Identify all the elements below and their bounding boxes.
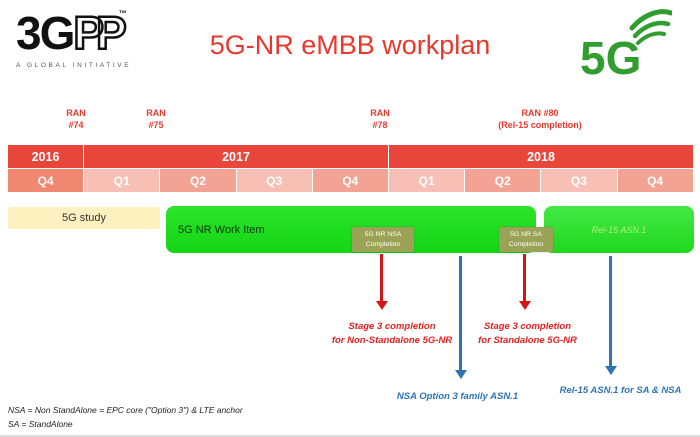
- logo-3gpp: 3GPP™ A GLOBAL INITIATIVE: [16, 7, 146, 69]
- footnotes: NSA = Non StandAlone = EPC core ("Option…: [8, 404, 243, 431]
- quarter-cell: Q3: [236, 169, 313, 192]
- study-bar: 5G study: [8, 207, 160, 229]
- 5g-logo-icon: 5G: [580, 9, 674, 84]
- quarter-cell: Q4: [312, 169, 389, 192]
- page-title: 5G-NR eMBB workplan: [209, 30, 491, 60]
- milestone-ran78: RAN #78: [370, 108, 390, 130]
- quarter-cell: Q1: [388, 169, 466, 192]
- milestone-ran80: RAN #80 (Rel-15 completion): [498, 108, 582, 130]
- red-arrow-sa-icon: [518, 254, 531, 310]
- late-phase-bar: Rel-15 ASN.1: [544, 206, 694, 253]
- quarter-cell: Q2: [160, 169, 237, 192]
- quarter-cell: Q4: [617, 169, 694, 192]
- year-row: 2016 2017 2018: [8, 145, 694, 168]
- blue-arrow-sa-icon: [604, 256, 617, 375]
- stage3-sa-label: Stage 3 completion for Standalone 5G-NR: [478, 321, 577, 346]
- quarter-row: Q4 Q1 Q2 Q3 Q4 Q1 Q2 Q3 Q4: [8, 169, 694, 192]
- year-2016: 2016: [8, 145, 84, 168]
- milestone-ran74: RAN #74: [66, 108, 86, 130]
- logo-3gpp-text: 3GPP™: [16, 7, 128, 59]
- milestone-ran75: RAN #75: [146, 108, 166, 130]
- logo-5g: 5G: [580, 6, 674, 85]
- quarter-cell: Q3: [541, 169, 618, 192]
- sa-completion-tag: 5G NR SA Completion: [499, 227, 553, 252]
- logo-3gpp-tagline: A GLOBAL INITIATIVE: [16, 62, 132, 69]
- footnote-nsa: NSA = Non StandAlone = EPC core ("Option…: [8, 405, 243, 415]
- quarter-cell: Q4: [8, 169, 85, 192]
- footnote-sa: SA = StandAlone: [8, 418, 73, 429]
- red-arrow-nsa-icon: [375, 254, 388, 310]
- late-phase-bar-label: Rel-15 ASN.1: [591, 224, 647, 235]
- year-2018: 2018: [389, 145, 694, 168]
- work-item-bar-label: 5G NR Work Item: [178, 223, 265, 236]
- work-item-bar: 5G NR Work Item: [166, 206, 536, 253]
- asn1-nsa-label: NSA Option 3 family ASN.1: [396, 391, 519, 402]
- blue-arrow-nsa-icon: [454, 256, 467, 379]
- quarter-cell: Q1: [84, 169, 161, 192]
- asn1-sa-label: Rel-15 ASN.1 for SA & NSA: [559, 385, 682, 396]
- quarter-cell: Q2: [465, 169, 542, 192]
- nsa-completion-tag: 5G NR NSA Completion: [352, 227, 414, 252]
- stage3-nsa-label: Stage 3 completion for Non-Standalone 5G…: [331, 321, 453, 346]
- svg-text:5G: 5G: [580, 32, 641, 80]
- year-2017: 2017: [84, 145, 389, 168]
